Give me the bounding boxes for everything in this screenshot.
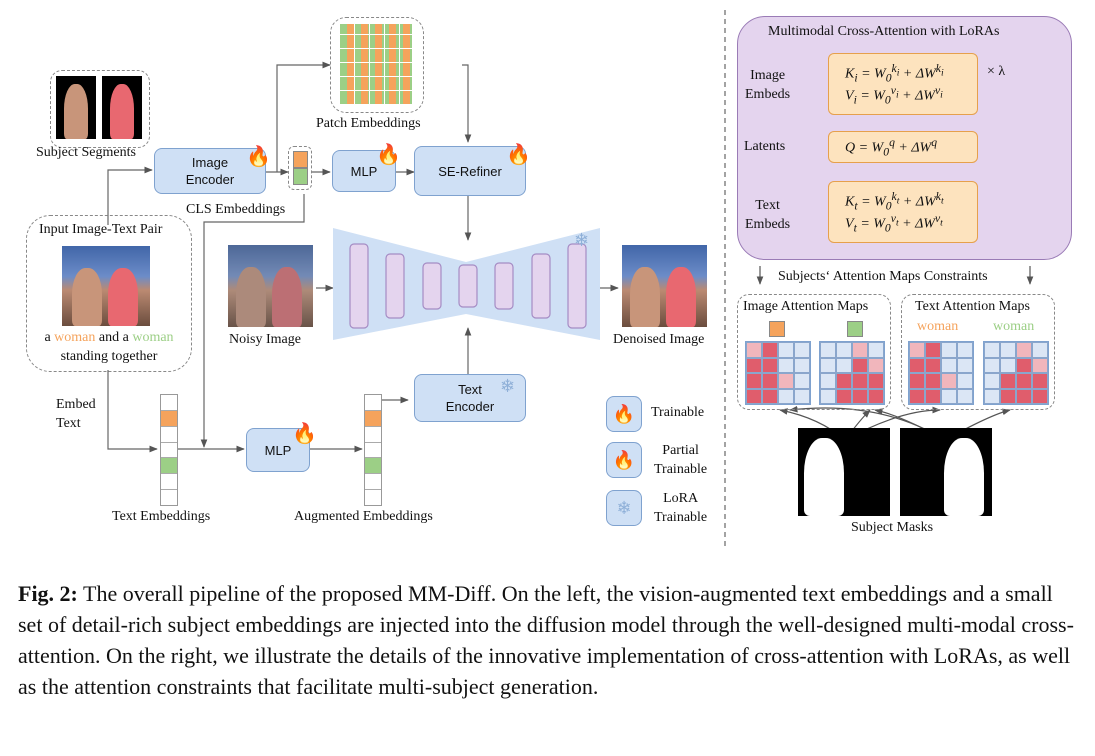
cls-token-green [293, 168, 308, 185]
legend-partial-swatch: 🔥 [606, 442, 642, 478]
embed-text-label: Embed Text [56, 397, 96, 431]
legend-lora-swatch: ❄ [606, 490, 642, 526]
text-encoder-box: Text Encoder [414, 374, 526, 422]
subject-segments-group [50, 70, 150, 148]
mlp-top-box: MLP [332, 150, 396, 192]
prompt-subject-2: woman [132, 330, 174, 345]
caption-label: Fig. 2: [18, 581, 78, 606]
subject-mask-2 [900, 428, 992, 516]
patch-grid [340, 24, 412, 104]
input-pair-group [26, 215, 192, 372]
mlp-top-label: MLP [350, 163, 378, 179]
input-image [62, 246, 150, 326]
text-attention-group [901, 294, 1055, 410]
augmented-embeddings-label: Augmented Embeddings [294, 509, 433, 524]
subject-segment-2 [102, 76, 142, 139]
trainable-flame-icon: 🔥 [612, 403, 636, 424]
image-attention-map-2 [819, 341, 885, 405]
green-token-swatch [847, 321, 863, 337]
image-attention-group [737, 294, 891, 410]
image-encoder-label: Image Encoder [185, 155, 235, 187]
latents-label: Latents [744, 139, 786, 154]
subject-masks-label: Subject Masks [851, 520, 934, 535]
constraints-label: Subjects‘ Attention Maps Constraints [778, 269, 988, 284]
subject-segment-1 [56, 76, 96, 139]
trainable-flame-icon: 🔥 [292, 423, 317, 445]
prompt-subject-1: woman [54, 330, 96, 345]
text-attention-word-1: woman [917, 319, 959, 334]
mlp-bottom-box: MLP [246, 428, 310, 472]
mlp-bottom-label: MLP [264, 442, 292, 458]
patch-embeddings-label: Patch Embeddings [316, 116, 421, 131]
text-encoder-label: Text Encoder [445, 382, 495, 414]
subject-mask-1 [798, 428, 890, 516]
partial-flame-icon: 🔥 [612, 449, 636, 470]
se-refiner-box: SE-Refiner [414, 146, 526, 196]
cross-attention-title: Multimodal Cross-Attention with LoRAs [768, 24, 1000, 39]
image-encoder-box: Image Encoder [154, 148, 266, 194]
text-attention-map-2 [983, 341, 1049, 405]
text-embeddings-label: Text Embeddings [112, 509, 211, 524]
latent-q-formula: Q = W0q + ΔWq [828, 131, 978, 163]
input-pair-title: Input Image-Text Pair [39, 222, 163, 237]
legend-trainable-swatch: 🔥 [606, 396, 642, 432]
legend-lora-label: LoRA Trainable [654, 491, 708, 525]
image-attention-label: Image Attention Maps [743, 299, 869, 314]
input-prompt: a woman and a woman standing together [44, 330, 174, 364]
figure-caption: Fig. 2: The overall pipeline of the prop… [18, 578, 1078, 702]
orange-token-swatch [769, 321, 785, 337]
cls-token-orange [293, 151, 308, 168]
caption-text: The overall pipeline of the proposed MM-… [18, 581, 1074, 699]
text-attention-map-1 [908, 341, 974, 405]
lora-snowflake-icon: ❄ [574, 230, 590, 250]
image-embeds-label: Image Embeds [745, 68, 791, 102]
denoised-image-label: Denoised Image [613, 332, 705, 347]
cls-token-group [288, 146, 312, 190]
lambda-scale: × λ [987, 64, 1006, 79]
text-embeddings-vector [160, 394, 178, 506]
augmented-embeddings-vector [364, 394, 382, 506]
legend-partial-label: Partial Trainable [654, 443, 708, 477]
patch-embeddings-group [330, 17, 424, 113]
cls-embeddings-label: CLS Embeddings [186, 202, 286, 217]
lora-snowflake-icon: ❄ [616, 497, 632, 518]
image-attention-map-1 [745, 341, 811, 405]
partial-flame-icon: 🔥 [246, 146, 271, 168]
noisy-image [228, 245, 313, 327]
image-kv-formula: Ki = W0ki + ΔWki Vi = W0vi + ΔWvi [828, 53, 978, 115]
lora-snowflake-icon: ❄ [500, 376, 516, 396]
text-attention-word-2: woman [993, 319, 1035, 334]
noisy-image-label: Noisy Image [229, 332, 301, 347]
text-attention-label: Text Attention Maps [915, 299, 1030, 314]
legend-trainable-label: Trainable [651, 405, 705, 420]
subject-segments-label: Subject Segments [36, 145, 136, 160]
trainable-flame-icon: 🔥 [506, 144, 531, 166]
text-kv-formula: Kt = W0kt + ΔWkt Vt = W0vt + ΔWvt [828, 181, 978, 243]
se-refiner-label: SE-Refiner [438, 163, 502, 179]
denoised-image [622, 245, 707, 327]
trainable-flame-icon: 🔥 [376, 144, 401, 166]
text-embeds-label: Text Embeds [745, 198, 791, 232]
